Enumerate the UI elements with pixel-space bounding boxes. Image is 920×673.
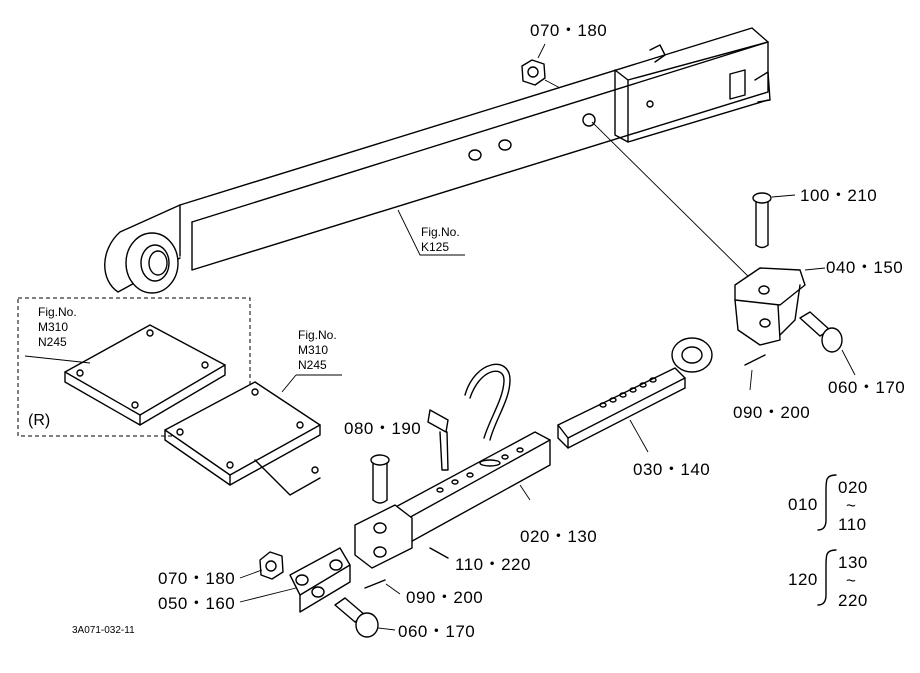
leader-inset: [24, 355, 91, 364]
range-from-020: 020: [838, 478, 868, 497]
label-100-210: 100・210: [800, 186, 878, 205]
lower-link-arm: [104, 27, 771, 294]
range-to-110: 110: [838, 515, 867, 534]
range-tilde-2: ~: [846, 571, 857, 590]
main-plate: [164, 381, 321, 496]
adjuster-tube: [354, 431, 551, 569]
figref-main-line2: M310: [298, 343, 329, 357]
label-070-180-top: 070・180: [530, 21, 608, 40]
pin-080-190: [370, 454, 390, 504]
k125-leader: [397, 209, 465, 256]
figref-k125: Fig.No. K125: [421, 225, 460, 255]
label-090-200-bottom: 090・200: [406, 588, 484, 607]
inset-plate: [64, 324, 226, 426]
range-to-220: 220: [838, 591, 868, 610]
label-030-140: 030・140: [633, 460, 711, 479]
bolt-bottom: [334, 597, 396, 638]
figref-inset-line2: M310: [38, 320, 69, 334]
figref-inset: Fig.No. M310 N245: [38, 305, 77, 350]
inset-side-label: (R): [28, 412, 51, 429]
lanyard-chain: [427, 363, 511, 471]
cotter-110-220: [429, 547, 449, 559]
clevis-plate: [289, 547, 351, 613]
label-090-200-right: 090・200: [733, 403, 811, 422]
range-code-120: 120: [788, 570, 818, 589]
label-060-170-right: 060・170: [828, 378, 906, 397]
cotter-pin-right: [744, 354, 766, 366]
label-020-130: 020・130: [520, 527, 598, 546]
bracket-010: [817, 474, 837, 531]
label-060-170-bottom: 060・170: [398, 622, 476, 641]
nut-bottom: [239, 551, 284, 580]
nut-top: [521, 43, 561, 89]
leader-050-160: [239, 587, 297, 603]
label-110-220: 110・220: [455, 555, 531, 574]
figref-k125-line1: Fig.No.: [421, 225, 460, 239]
label-080-190: 080・190: [344, 419, 422, 438]
drawing-id: 3A071-032-11: [72, 625, 135, 636]
adjuster-rod: [557, 337, 713, 453]
bracket: [734, 267, 826, 346]
bolt-right: [799, 311, 856, 376]
m310-leader: [281, 374, 297, 393]
figref-k125-line2: K125: [421, 240, 450, 254]
figref-main: Fig.No. M310 N245: [298, 328, 337, 373]
range-from-130: 130: [838, 553, 868, 572]
label-070-180-bottom: 070・180: [158, 569, 236, 588]
leader-090-right: [749, 369, 753, 391]
cotter-pin-bottom: [364, 579, 386, 589]
label-040-150: 040・150: [826, 258, 904, 277]
figref-inset-line3: N245: [38, 335, 67, 349]
bracket-120: [817, 549, 837, 606]
label-050-160: 050・160: [158, 594, 236, 613]
inset-box: [17, 297, 251, 437]
figref-inset-line1: Fig.No.: [38, 305, 77, 319]
range-tilde-1: ~: [846, 496, 857, 515]
leader-090-bottom: [385, 583, 401, 595]
range-code-010: 010: [788, 495, 818, 514]
figref-main-line1: Fig.No.: [298, 328, 337, 342]
figref-main-line3: N245: [298, 358, 327, 372]
clevis-pin-top: [752, 192, 796, 249]
